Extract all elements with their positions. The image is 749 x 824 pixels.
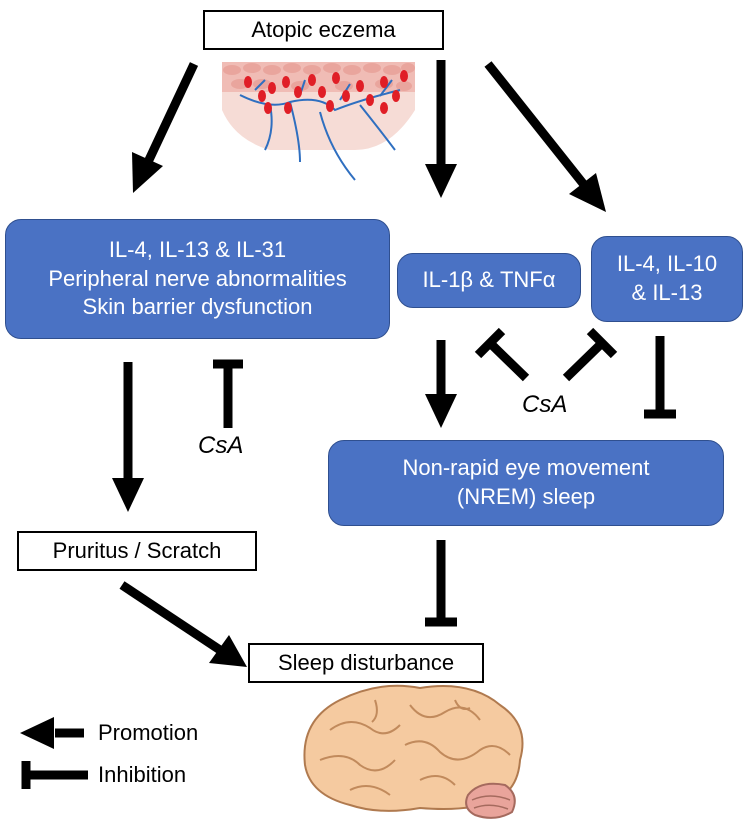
legend-promotion-label: Promotion — [98, 720, 199, 745]
node-pruritus-scratch: Pruritus / Scratch — [17, 531, 257, 571]
node-il1b-tnfa: IL-1β & TNFα — [397, 253, 581, 308]
skin-cross-section-icon — [222, 62, 415, 181]
arrow-head — [20, 717, 54, 749]
csa-label-left: CsA — [198, 432, 244, 459]
node-atopic-eczema: Atopic eczema — [203, 10, 444, 50]
nrem-line-1: Non-rapid eye movement — [402, 455, 650, 481]
inhibit-csa-to-il4-il10 — [562, 339, 606, 382]
il1b-tnfa-label: IL-1β & TNFα — [422, 267, 556, 293]
arrow-head — [425, 164, 457, 198]
left-box-line-2: Peripheral nerve abnormalities — [48, 265, 347, 291]
node-cytokines-nerve-barrier: IL-4, IL-13 & IL-31 Peripheral nerve abn… — [5, 219, 390, 339]
arrow-head — [132, 152, 163, 193]
promotion-arrows — [20, 60, 606, 749]
arrow-head — [569, 173, 606, 212]
il4-il10-line-1: IL-4, IL-10 — [616, 251, 718, 277]
node-atopic-eczema-label: Atopic eczema — [251, 17, 396, 42]
inhibit-csa-to-il1b — [486, 339, 530, 382]
arrow-pruritus-to-sleep — [119, 581, 223, 654]
arrow-eczema-to-il4-il10 — [484, 61, 589, 189]
node-sleep-disturbance: Sleep disturbance — [248, 643, 484, 683]
left-box-line-3: Skin barrier dysfunction — [82, 294, 313, 320]
csa-label-middle: CsA — [522, 391, 568, 418]
arrow-head — [209, 635, 247, 667]
inhibition-lines — [21, 327, 676, 789]
arrow-head — [425, 394, 457, 428]
arrow-head — [112, 478, 144, 512]
il4-il10-line-2: & IL-13 — [631, 280, 703, 305]
sleep-disturbance-label: Sleep disturbance — [277, 650, 455, 675]
arrow-eczema-to-left-box — [143, 62, 199, 164]
node-il4-il10-il13: IL-4, IL-10 & IL-13 — [591, 236, 743, 322]
nrem-line-2: (NREM) sleep — [456, 484, 596, 509]
brain-icon — [303, 684, 524, 819]
pruritus-label: Pruritus / Scratch — [52, 538, 222, 563]
legend-inhibition-label: Inhibition — [98, 762, 187, 787]
node-nrem-sleep: Non-rapid eye movement (NREM) sleep — [328, 440, 724, 526]
left-box-line-1: IL-4, IL-13 & IL-31 — [108, 237, 287, 263]
